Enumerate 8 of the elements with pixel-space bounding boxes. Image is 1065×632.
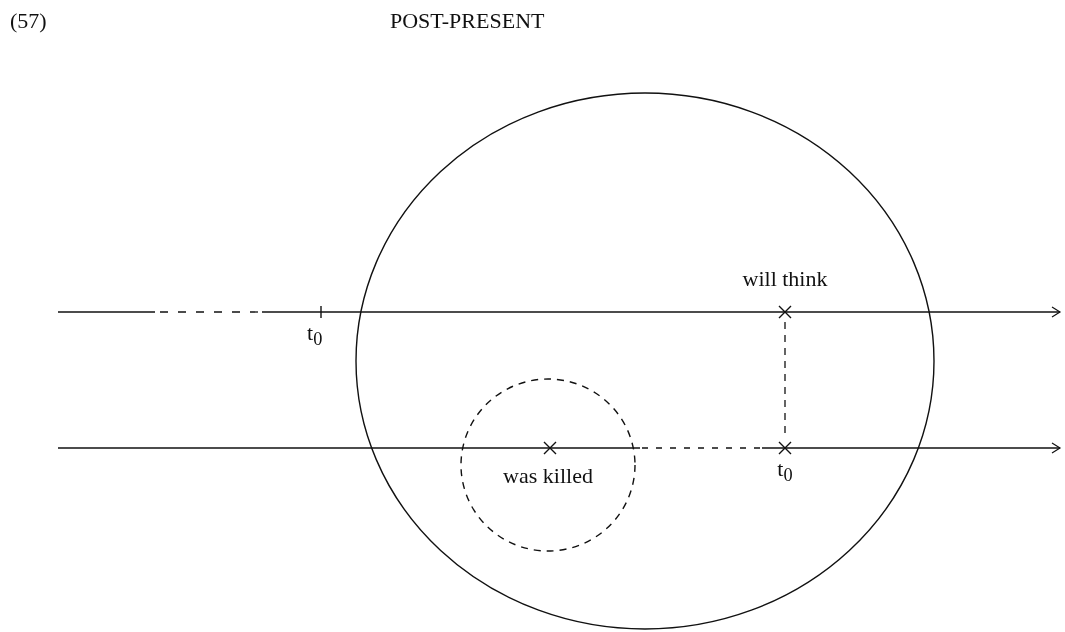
time-label: t$_{0}$	[307, 322, 323, 349]
title: POST-PRESENT	[390, 10, 545, 32]
time-label: t$_{0}$	[777, 458, 793, 485]
event-label: will think	[742, 268, 828, 290]
large-circle	[355, 92, 935, 630]
example-number: (57)	[10, 10, 47, 32]
event-label: was killed	[503, 465, 593, 487]
dashed-circle	[460, 378, 636, 552]
